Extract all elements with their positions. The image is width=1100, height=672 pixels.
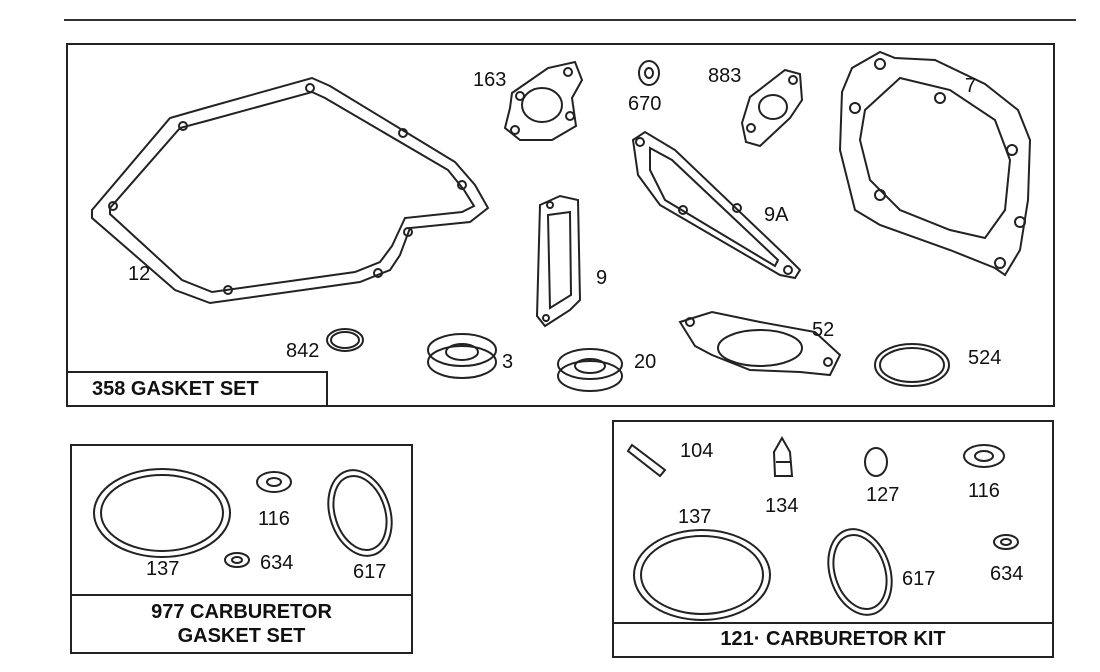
carb-gasket-title-line2: GASKET SET <box>177 625 306 647</box>
part-883-gasket <box>740 68 804 148</box>
callout-52: 52 <box>812 319 835 341</box>
callout-7: 7 <box>965 75 977 97</box>
part-137-ring-a <box>93 468 231 558</box>
callout-9a: 9A <box>764 204 789 226</box>
callout-12: 12 <box>128 263 151 285</box>
callout-20: 20 <box>634 351 657 373</box>
part-524-ring <box>874 343 950 387</box>
callout-634-b: 634 <box>990 563 1024 585</box>
gasket-set-title: 358 GASKET SET <box>68 371 328 405</box>
part-842-oring <box>326 328 364 352</box>
part-634-washer-b <box>993 534 1019 550</box>
part-52-gasket <box>678 310 842 377</box>
part-634-washer-a <box>224 552 250 568</box>
part-20-seal <box>557 348 623 392</box>
carb-kit-panel: 121· CARBURETOR KIT <box>612 420 1054 658</box>
callout-116-b: 116 <box>968 480 1000 502</box>
part-670-washer <box>638 60 660 86</box>
callout-134: 134 <box>765 495 799 517</box>
callout-617-a: 617 <box>353 561 387 583</box>
part-134-needle <box>772 435 794 477</box>
carb-gasket-title-line1: 977 CARBURETOR <box>151 601 332 623</box>
carb-kit-title: 121· CARBURETOR KIT <box>614 622 1052 656</box>
callout-163: 163 <box>473 69 507 91</box>
callout-137-b: 137 <box>678 506 712 528</box>
part-617-ring-a <box>327 469 393 557</box>
carb-gasket-set-panel: 977 CARBURETOR GASKET SET <box>70 444 413 654</box>
top-rule <box>64 19 1076 21</box>
part-9-gasket <box>535 194 582 328</box>
part-127-oring <box>864 447 888 477</box>
callout-9: 9 <box>596 267 608 289</box>
callout-842: 842 <box>286 340 320 362</box>
part-116-washer-a <box>256 471 292 493</box>
part-12-gasket <box>91 76 490 305</box>
part-7-head-gasket <box>838 50 1032 277</box>
part-3-seal <box>427 333 497 379</box>
callout-137-a: 137 <box>146 558 180 580</box>
callout-116-a: 116 <box>258 508 290 530</box>
callout-617-b: 617 <box>902 568 936 590</box>
part-137-ring-b <box>633 529 771 621</box>
callout-3: 3 <box>502 351 514 373</box>
gasket-set-panel: 358 GASKET SET <box>66 43 1055 407</box>
carb-gasket-set-title: 977 CARBURETOR GASKET SET <box>72 594 411 652</box>
callout-634-a: 634 <box>260 552 294 574</box>
part-116-washer-b <box>963 444 1005 468</box>
part-163-gasket <box>503 60 584 141</box>
part-9a-gasket <box>631 130 802 280</box>
callout-524: 524 <box>968 347 1002 369</box>
callout-883: 883 <box>708 65 742 87</box>
part-104-pin <box>626 443 667 478</box>
callout-127: 127 <box>866 484 900 506</box>
callout-670: 670 <box>628 93 662 115</box>
part-617-ring-b <box>827 528 893 616</box>
callout-104: 104 <box>680 440 714 462</box>
